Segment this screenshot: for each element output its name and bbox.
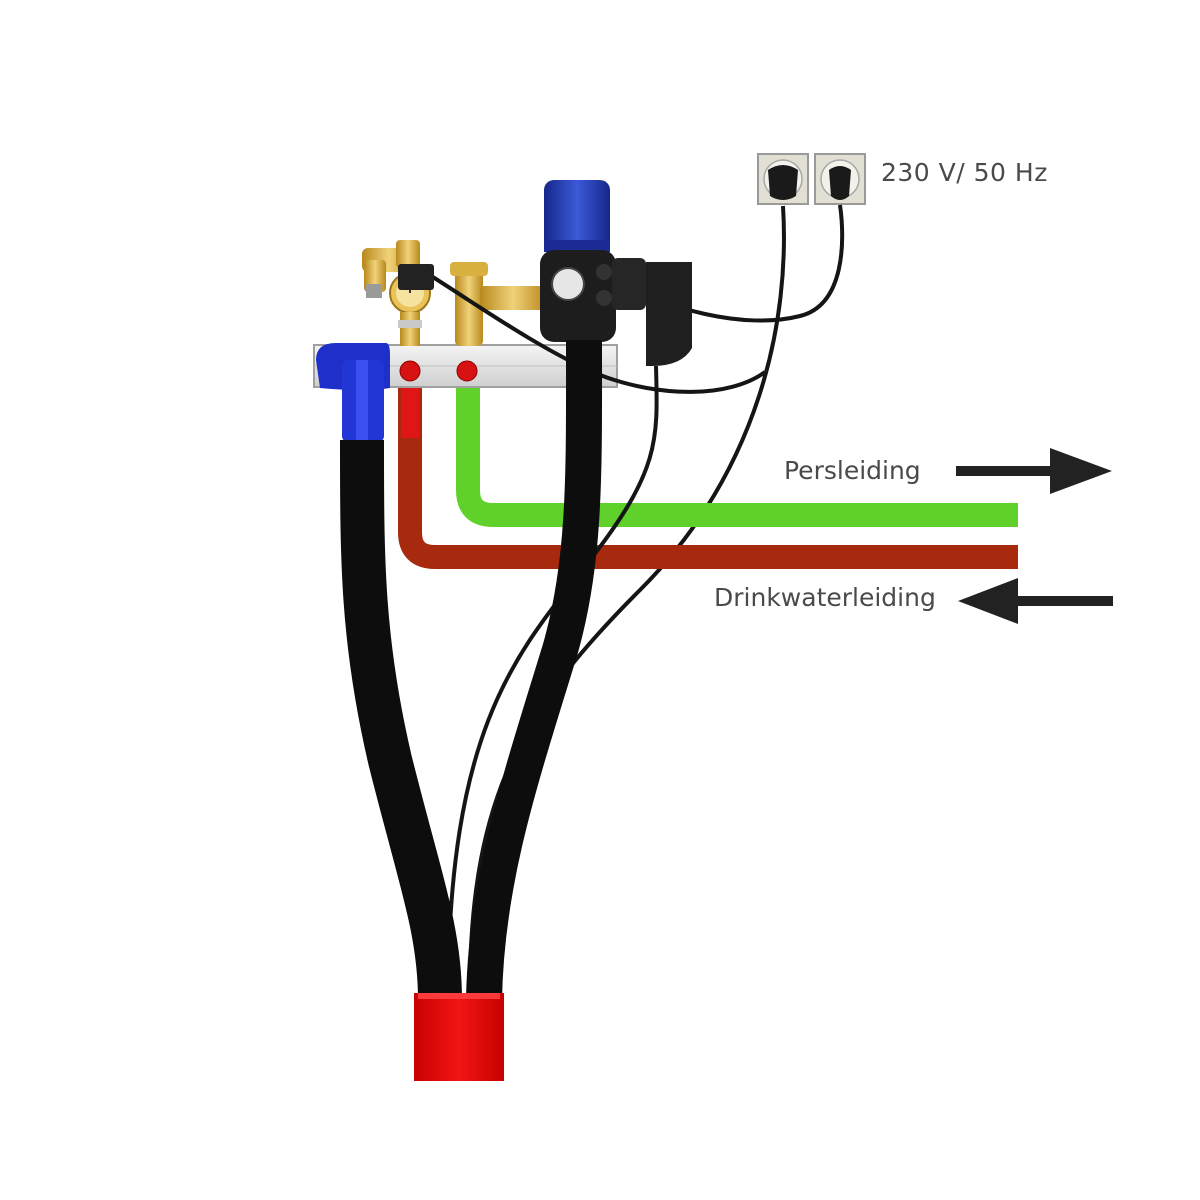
- solenoid-block: [398, 264, 434, 290]
- wall-socket-left: [757, 153, 809, 205]
- pressure-valve-handle: [456, 360, 478, 382]
- pressure-line-label: Persleiding: [784, 456, 921, 485]
- bundle-sleeve: [414, 993, 504, 1081]
- wall-socket-right: [814, 153, 866, 205]
- drinking-water-in-arrow: [958, 578, 1113, 624]
- brass-elbow-fitting: [362, 240, 420, 298]
- pressure-controller: [540, 180, 692, 366]
- pressure-pipe: [456, 380, 1018, 527]
- drinking-water-pipe: [398, 378, 1018, 569]
- drinking-water-pipe-riser: [401, 380, 419, 438]
- drinking-water-valve-handle: [399, 360, 421, 382]
- drinking-water-line-label: Drinkwaterleiding: [714, 583, 936, 612]
- power-supply-label: 230 V/ 50 Hz: [881, 158, 1048, 187]
- black-hose-right: [466, 339, 603, 1001]
- power-cord-pump: [468, 205, 786, 991]
- pressure-line-out-arrow: [956, 448, 1112, 494]
- black-hose-left: [340, 439, 462, 1001]
- brass-tee-fitting: [450, 262, 546, 346]
- blue-inlet-fitting: [316, 343, 390, 442]
